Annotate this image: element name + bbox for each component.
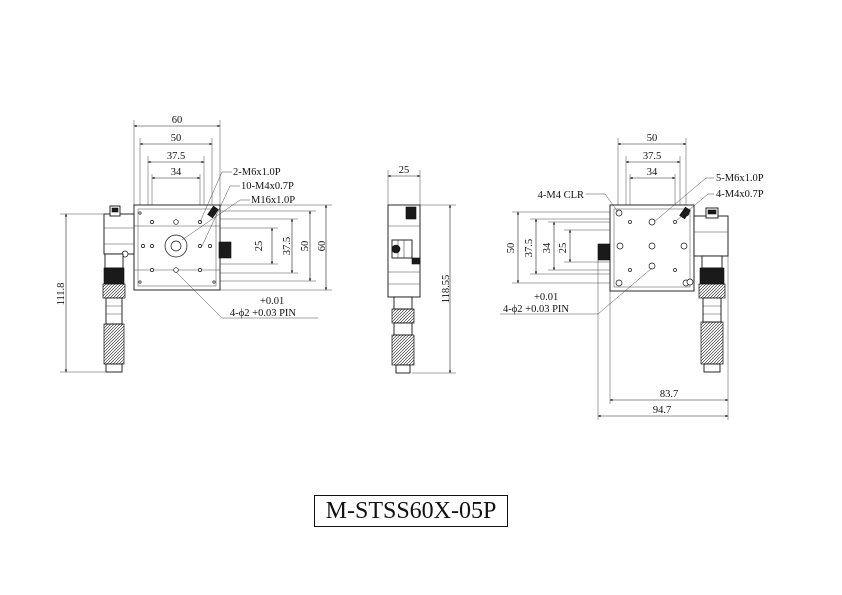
right-dim-50: 50 [647, 133, 658, 144]
front-right-dimensions: 25 37.5 50 60 [220, 204, 332, 291]
right-micrometer [686, 207, 729, 373]
right-callouts: 4-M4 CLR 5-M6x1.0P 4-M4x0.7P +0.01 4-ϕ2 … [500, 173, 764, 315]
right-bottom-dimensions: 83.7 94.7 [597, 256, 729, 420]
front-dim-right-60: 60 [317, 241, 328, 252]
front-top-dimensions: 60 50 37.5 34 [133, 115, 221, 205]
front-dim-37-5: 37.5 [167, 151, 185, 162]
right-view: 50 37.5 34 50 37.5 34 25 4-M [500, 133, 764, 420]
side-dim-25: 25 [399, 165, 410, 176]
side-dim-118-55: 118.55 [441, 275, 452, 304]
right-dim-83-7: 83.7 [660, 389, 678, 400]
callout-2-m6: 2-M6x1.0P [233, 167, 281, 178]
callout-4-m4-tap: 4-M4x0.7P [716, 189, 764, 200]
right-dim-94-7: 94.7 [653, 405, 671, 416]
front-callouts: 2-M6x1.0P 10-M4x0.7P M16x1.0P +0.01 4-ϕ2… [175, 167, 318, 319]
front-dim-60: 60 [172, 115, 183, 126]
right-pin-spec: 4-ϕ2 +0.03 PIN [503, 304, 569, 315]
front-pin-tolerance: +0.01 [260, 296, 284, 307]
right-dim-37-5: 37.5 [643, 151, 661, 162]
side-view: 25 118.55 [387, 165, 456, 374]
right-mounting-holes [615, 206, 691, 287]
right-top-dimensions: 50 37.5 34 [617, 133, 687, 205]
right-dim-left-37-5: 37.5 [524, 239, 535, 257]
front-dim-34: 34 [171, 167, 182, 178]
front-pin-spec: 4-ϕ2 +0.03 PIN [230, 308, 296, 319]
front-dim-111-8: 111.8 [56, 283, 67, 306]
right-left-dimensions: 50 37.5 34 25 [506, 211, 610, 284]
callout-5-m6: 5-M6x1.0P [716, 173, 764, 184]
callout-4-m4-clr: 4-M4 CLR [538, 190, 584, 201]
front-mounting-holes [138, 205, 219, 284]
right-pin-tolerance: +0.01 [534, 292, 558, 303]
front-dim-right-37-5: 37.5 [282, 237, 293, 255]
front-dim-right-25: 25 [254, 241, 265, 252]
front-side-tab [218, 241, 232, 259]
right-dim-left-50: 50 [506, 243, 517, 254]
front-left-dimension: 111.8 [56, 213, 110, 373]
model-number-label: M-STSS60X-05P [314, 495, 508, 527]
front-dim-50: 50 [171, 133, 182, 144]
front-dim-right-50: 50 [300, 241, 311, 252]
right-dim-left-34: 34 [542, 242, 553, 253]
callout-m16: M16x1.0P [251, 195, 295, 206]
right-dim-34: 34 [647, 167, 658, 178]
right-dim-left-25: 25 [558, 243, 569, 254]
front-micrometer [102, 205, 135, 373]
callout-10-m4: 10-M4x0.7P [241, 181, 294, 192]
front-view: 60 50 37.5 34 25 37.5 50 60 [56, 115, 332, 373]
